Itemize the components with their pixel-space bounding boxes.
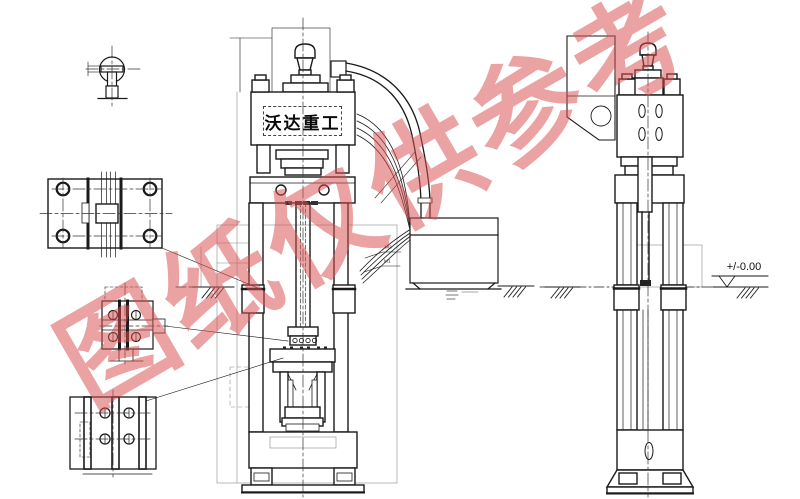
level-value: +/-0.00 <box>726 261 762 273</box>
detail-plate-4hole <box>47 171 163 258</box>
tiny-note <box>445 290 479 300</box>
detail-clamp-upper <box>101 286 166 362</box>
pipe-label-lower: M1 <box>384 259 391 264</box>
oil-tank <box>405 217 502 290</box>
pipe-label-upper: M2 <box>385 245 392 250</box>
side-view <box>566 35 695 495</box>
leader-lines <box>145 247 289 402</box>
brand-label: 沃达重工 <box>263 106 342 136</box>
hydraulic-pipes <box>330 60 433 284</box>
front-view <box>229 27 365 494</box>
level-marker <box>711 275 769 299</box>
detail-tslot-circle <box>87 56 128 100</box>
ground-hatching <box>175 285 715 299</box>
center-lines <box>39 17 649 498</box>
